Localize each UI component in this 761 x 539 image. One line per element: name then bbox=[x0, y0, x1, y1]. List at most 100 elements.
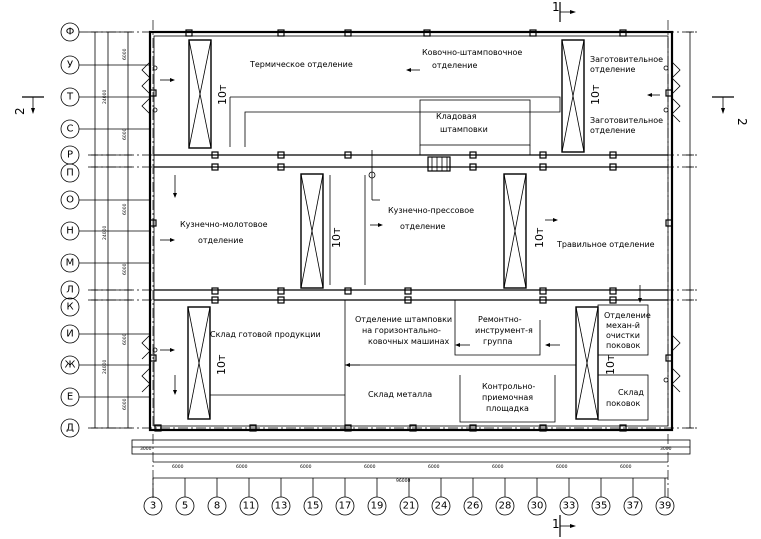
room-label-hammer-2: отделение bbox=[198, 236, 243, 245]
room-label-acceptance: Контрольно- bbox=[482, 382, 535, 391]
room-label-blank-2: Заготовительное bbox=[590, 116, 663, 125]
svg-text:М: М bbox=[66, 258, 75, 269]
svg-text:Ж: Ж bbox=[65, 360, 76, 371]
svg-text:2: 2 bbox=[13, 107, 27, 115]
axis-bubble-bottom: 35 bbox=[591, 478, 611, 516]
room-label-repair-2: инструмент-я bbox=[475, 326, 533, 335]
dimension-label-total: 96000 bbox=[396, 478, 410, 484]
dimension-label: 6000 bbox=[122, 48, 128, 60]
dimension-label: 6000 bbox=[236, 464, 248, 470]
svg-text:И: И bbox=[66, 329, 73, 340]
axis-bubble-bottom: 24 bbox=[431, 478, 451, 516]
axis-bubble-left: Ж bbox=[60, 355, 150, 375]
room-label-forging-stamping: Ковочно-штамповочное bbox=[422, 48, 522, 57]
dimension-label: 6000 bbox=[172, 464, 184, 470]
transfer-cart bbox=[427, 156, 451, 172]
svg-text:Д: Д bbox=[66, 423, 74, 434]
dimension-label: 6000 bbox=[122, 128, 128, 140]
svg-text:30: 30 bbox=[531, 501, 544, 512]
svg-text:1: 1 bbox=[552, 0, 560, 14]
room-label-metal-storage: Склад металла bbox=[368, 390, 432, 399]
axis-bubble-bottom: 13 bbox=[271, 478, 291, 516]
crane-capacity-label: 10т bbox=[589, 84, 602, 105]
axis-bubble-bottom: 33 bbox=[559, 478, 579, 516]
right-dimension-marks bbox=[686, 31, 694, 429]
room-label-blank-1-b: отделение bbox=[590, 65, 635, 74]
cranes bbox=[187, 39, 599, 420]
room-label-blank-1: Заготовительное bbox=[590, 55, 663, 64]
left-axis-bubbles: Ф У Т С Р П О Н М Л К И Ж Е Д bbox=[60, 22, 150, 438]
svg-text:Н: Н bbox=[66, 226, 74, 237]
axis-bubble-left: Е bbox=[60, 387, 150, 407]
axis-bubble-left: Ф bbox=[60, 22, 88, 42]
dimension-label: 24000 bbox=[102, 226, 108, 240]
room-label-storage-2: штамповки bbox=[440, 125, 488, 134]
axis-bubble-bottom: 17 bbox=[335, 478, 355, 516]
room-label-repair-3: группа bbox=[483, 337, 512, 346]
svg-text:39: 39 bbox=[659, 501, 672, 512]
room-label-stamping-horizontal: Отделение штамповки bbox=[355, 315, 452, 324]
dimension-label: 3000 bbox=[140, 446, 152, 452]
svg-text:1: 1 bbox=[552, 517, 560, 531]
dimension-label: 6000 bbox=[556, 464, 568, 470]
svg-text:35: 35 bbox=[595, 501, 608, 512]
room-label-acceptance-3: площадка bbox=[486, 404, 529, 413]
svg-text:О: О bbox=[66, 195, 74, 206]
svg-text:21: 21 bbox=[403, 501, 416, 512]
svg-text:3: 3 bbox=[150, 501, 156, 512]
axis-bubble-bottom: 19 bbox=[367, 478, 387, 516]
svg-text:11: 11 bbox=[243, 501, 256, 512]
room-label-mech-cleaning-4: поковок bbox=[606, 341, 640, 350]
axis-bubble-bottom: 37 bbox=[623, 478, 643, 516]
axis-bubble-left: Д bbox=[60, 418, 80, 438]
crane-capacity-label: 10т bbox=[604, 354, 617, 375]
axis-bubble-left: О bbox=[60, 190, 150, 210]
crane-capacity-label: 10т bbox=[216, 84, 229, 105]
svg-text:С: С bbox=[67, 124, 74, 135]
svg-text:33: 33 bbox=[563, 501, 576, 512]
room-label-repair: Ремонтно- bbox=[478, 315, 522, 324]
axis-bubble-bottom: 39 bbox=[655, 478, 675, 516]
svg-text:13: 13 bbox=[275, 501, 288, 512]
dimension-label: 6000 bbox=[122, 333, 128, 345]
dimension-label: 24000 bbox=[102, 360, 108, 374]
svg-text:15: 15 bbox=[307, 501, 320, 512]
left-dimension-chains: 24000 24000 24000 6000 6000 6000 6000 60… bbox=[91, 31, 132, 429]
room-label-press: Кузнечно-прессовое bbox=[388, 206, 474, 215]
axis-bubble-left: Л bbox=[60, 280, 80, 300]
axis-bubble-bottom: 21 bbox=[399, 478, 419, 516]
section-mark-right: 2 bbox=[712, 96, 749, 126]
room-label-mech-cleaning-3: очистки bbox=[606, 331, 640, 340]
columns bbox=[149, 29, 673, 432]
svg-text:Ф: Ф bbox=[66, 27, 75, 38]
axis-bubble-left: П bbox=[60, 163, 80, 183]
axis-bubble-left: М bbox=[60, 253, 150, 273]
crane-capacity-label: 10т bbox=[215, 354, 228, 375]
svg-text:К: К bbox=[66, 302, 73, 313]
svg-text:П: П bbox=[66, 168, 74, 179]
crane-5 bbox=[187, 306, 211, 420]
room-label-mech-cleaning-2: механ-й bbox=[606, 321, 640, 330]
dimension-label: 6000 bbox=[492, 464, 504, 470]
room-label-blank-2-b: отделение bbox=[590, 126, 635, 135]
axis-bubble-bottom: 30 bbox=[527, 478, 547, 516]
axis-bubble-left: К bbox=[60, 297, 80, 317]
svg-text:Р: Р bbox=[67, 150, 73, 161]
svg-text:У: У bbox=[67, 60, 73, 71]
crane-4 bbox=[503, 173, 527, 289]
dimension-label: 24000 bbox=[102, 90, 108, 104]
crane-3 bbox=[300, 173, 324, 289]
svg-text:24: 24 bbox=[435, 501, 448, 512]
room-label-etching: Травильное отделение bbox=[556, 240, 655, 249]
svg-text:Л: Л bbox=[66, 285, 74, 296]
room-label-forging-stamping-2: отделение bbox=[432, 61, 477, 70]
axis-bubble-bottom: 5 bbox=[175, 478, 195, 516]
axis-bubble-left: У bbox=[60, 55, 150, 75]
section-mark-bottom: 1 bbox=[552, 515, 576, 537]
axis-bubble-bottom: 28 bbox=[495, 478, 515, 516]
room-label-storage: Кладовая bbox=[436, 112, 477, 121]
vertical-axis-lines bbox=[152, 20, 669, 500]
dimension-label: 3000 bbox=[660, 446, 672, 452]
forgings-storage-box bbox=[597, 374, 649, 421]
